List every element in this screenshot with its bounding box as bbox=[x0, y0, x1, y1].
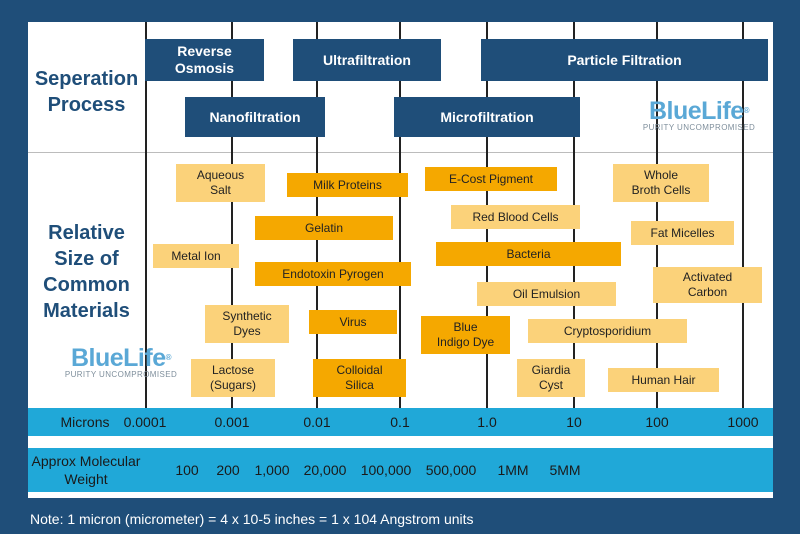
logo-wordmark: BlueLife® bbox=[70, 344, 172, 372]
material-giardia-cyst: Giardia Cyst bbox=[517, 359, 585, 397]
logo-tagline: PURITY UNCOMPROMISED bbox=[642, 123, 756, 132]
material-fat-micelles: Fat Micelles bbox=[631, 221, 734, 245]
material-whole-broth-cells: Whole Broth Cells bbox=[613, 164, 709, 202]
microns-label: Microns bbox=[60, 414, 110, 430]
material-cryptosporidium: Cryptosporidium bbox=[528, 319, 687, 343]
logo-wordmark: BlueLife® bbox=[648, 97, 750, 125]
scale-line-0.001 bbox=[231, 22, 233, 408]
material-endotoxin-pyrogen: Endotoxin Pyrogen bbox=[255, 262, 411, 286]
microns-band bbox=[28, 408, 773, 436]
mw-tick: 100,000 bbox=[360, 462, 412, 478]
scale-line-0.0001 bbox=[145, 22, 147, 408]
process-label: Ultrafiltration bbox=[323, 51, 411, 68]
relative-size-heading: Relative Size of Common Materials bbox=[43, 222, 130, 322]
material-gelatin: Gelatin bbox=[255, 216, 393, 240]
process-ultrafiltration: Ultrafiltration bbox=[293, 39, 441, 81]
micron-tick: 0.1 bbox=[390, 414, 410, 430]
material-virus: Virus bbox=[309, 310, 397, 334]
mw-tick: 1,000 bbox=[254, 462, 290, 478]
material-human-hair: Human Hair bbox=[608, 368, 719, 392]
micron-tick: 1000 bbox=[727, 414, 759, 430]
process-nanofiltration: Nanofiltration bbox=[185, 97, 325, 137]
logo-tagline: PURITY UNCOMPROMISED bbox=[64, 370, 178, 379]
mw-tick: 20,000 bbox=[303, 462, 347, 478]
process-label: Microfiltration bbox=[440, 108, 534, 125]
material-ecost-pigment: E-Cost Pigment bbox=[425, 167, 557, 191]
material-metal-ion: Metal Ion bbox=[153, 244, 239, 268]
process-label: Reverse Osmosis bbox=[174, 43, 235, 76]
mw-tick: 200 bbox=[216, 462, 240, 478]
process-particle-filtration: Particle Filtration bbox=[481, 39, 768, 81]
material-bacteria: Bacteria bbox=[436, 242, 621, 266]
material-activated-carbon: Activated Carbon bbox=[653, 267, 762, 303]
material-milk-proteins: Milk Proteins bbox=[287, 173, 408, 197]
process-label: Nanofiltration bbox=[209, 108, 301, 125]
process-microfiltration: Microfiltration bbox=[394, 97, 580, 137]
micron-tick: 0.001 bbox=[214, 414, 250, 430]
micron-tick: 0.0001 bbox=[123, 414, 167, 430]
mw-tick: 100 bbox=[175, 462, 199, 478]
bluelife-logo-bottom: BlueLife® PURITY UNCOMPROMISED bbox=[56, 346, 186, 380]
micron-tick: 0.01 bbox=[303, 414, 331, 430]
mw-tick: 500,000 bbox=[425, 462, 477, 478]
process-reverse-osmosis: Reverse Osmosis bbox=[145, 39, 264, 81]
scale-line-0.1 bbox=[399, 22, 401, 408]
micron-tick: 100 bbox=[645, 414, 669, 430]
material-synthetic-dyes: Synthetic Dyes bbox=[205, 305, 289, 343]
molecular-weight-label: Approx Molecular Weight bbox=[31, 453, 141, 487]
process-label: Particle Filtration bbox=[567, 51, 682, 68]
separation-process-heading: Seperation Process bbox=[34, 68, 139, 116]
scale-line-0.01 bbox=[316, 22, 318, 408]
material-lactose: Lactose (Sugars) bbox=[191, 359, 275, 397]
material-oil-emulsion: Oil Emulsion bbox=[477, 282, 616, 306]
scale-line-1000 bbox=[742, 22, 744, 408]
material-red-blood-cells: Red Blood Cells bbox=[451, 205, 580, 229]
mw-tick: 5MM bbox=[549, 462, 581, 478]
scale-line-100 bbox=[656, 22, 658, 408]
footnote: Note: 1 micron (micrometer) = 4 x 10-5 i… bbox=[30, 511, 474, 527]
micron-tick: 1.0 bbox=[477, 414, 497, 430]
mw-tick: 1MM bbox=[497, 462, 529, 478]
molecular-weight-band bbox=[28, 448, 773, 492]
material-aqueous-salt: Aqueous Salt bbox=[176, 164, 265, 202]
material-blue-indigo-dye: Blue Indigo Dye bbox=[421, 316, 510, 354]
micron-tick: 10 bbox=[566, 414, 582, 430]
bluelife-logo-top: BlueLife® PURITY UNCOMPROMISED bbox=[629, 99, 769, 133]
material-colloidal-silica: Colloidal Silica bbox=[313, 359, 406, 397]
